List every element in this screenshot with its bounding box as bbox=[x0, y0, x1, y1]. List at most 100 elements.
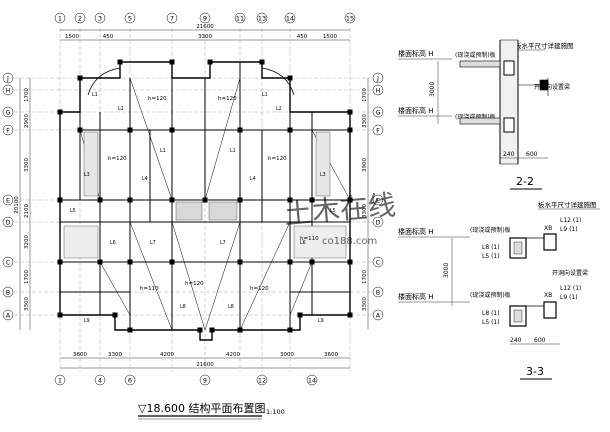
section-3-3-dim-w2: 600 bbox=[534, 337, 546, 344]
axis-bubble-row bbox=[372, 256, 384, 268]
dim-left: 3300 bbox=[24, 297, 30, 311]
section-2-2-title: 2-2 bbox=[516, 175, 534, 188]
axis-bubble-row bbox=[372, 286, 384, 298]
section-2-2: 板水平尺寸详建施图 楼面标高 H (现浇或预制)板 楼面标高 H (现浇或预制)… bbox=[398, 39, 574, 165]
column bbox=[57, 197, 63, 203]
axis-label-bottom: 9 bbox=[203, 377, 207, 385]
axis-bubble-bottom bbox=[256, 374, 268, 386]
section-3-3-dim-height: 3000 bbox=[443, 263, 450, 278]
beam-label: L4 bbox=[250, 176, 256, 182]
axis-bubble-row bbox=[372, 124, 384, 136]
column bbox=[112, 312, 118, 318]
interior-walls bbox=[60, 62, 350, 330]
slab-label: h=120 bbox=[148, 96, 167, 102]
axis-label-bottom: 12 bbox=[258, 377, 266, 385]
column bbox=[169, 197, 175, 203]
axis-bubble-bottom bbox=[306, 374, 318, 386]
dim-top-overall: 21600 bbox=[196, 24, 214, 30]
dimension-lines bbox=[19, 29, 369, 369]
column bbox=[347, 312, 353, 318]
axis-bubble-row bbox=[372, 194, 384, 206]
section-3-3-beam-2d: L9 (1) bbox=[560, 294, 578, 301]
dim-right: 3300 bbox=[362, 204, 368, 218]
column bbox=[197, 327, 203, 333]
dim-left-overall: 20100 bbox=[14, 196, 20, 214]
axis-label-row: C bbox=[376, 259, 381, 267]
axis-bubble-row bbox=[372, 106, 384, 118]
axis-bubble-row bbox=[2, 124, 14, 136]
axis-label-row: H bbox=[6, 87, 11, 95]
beam-label: L1 bbox=[92, 92, 98, 98]
section-2-2-dim-w2: 600 bbox=[526, 151, 538, 158]
hatched-regions bbox=[63, 131, 347, 259]
dim-right: 3900 bbox=[362, 158, 368, 172]
column bbox=[309, 259, 315, 265]
column bbox=[347, 259, 353, 265]
axis-label-row: F bbox=[6, 127, 10, 135]
axis-label-top: 15 bbox=[346, 15, 354, 23]
axis-bubble-top bbox=[94, 12, 106, 24]
dim-left: 2100 bbox=[24, 204, 30, 218]
axis-bubble-top bbox=[124, 12, 136, 24]
section-2-2-floor-1: 楼面标高 H bbox=[398, 49, 434, 58]
axis-label-top: 3 bbox=[98, 15, 102, 23]
section-3-3-opening: 开洞向设置梁 bbox=[552, 269, 588, 277]
axis-bubble-row bbox=[372, 216, 384, 228]
axis-label-top: 1 bbox=[58, 15, 62, 23]
column bbox=[259, 59, 265, 65]
column bbox=[347, 197, 353, 203]
dim-bottom-overall: 21600 bbox=[196, 362, 214, 368]
axis-bubble-top bbox=[166, 12, 178, 24]
axis-label-row: B bbox=[6, 289, 10, 297]
dim-top: 1500 bbox=[323, 34, 337, 40]
axis-bubble-row bbox=[2, 84, 14, 96]
column bbox=[97, 259, 103, 265]
beam-label: L7 bbox=[150, 240, 156, 246]
axis-bubble-row bbox=[372, 309, 384, 321]
column bbox=[237, 127, 243, 133]
axis-label-row: J bbox=[376, 75, 379, 83]
plan-title: ▽18.600 结构平面布置图 bbox=[138, 401, 265, 415]
column bbox=[97, 197, 103, 203]
axis-label-top: 13 bbox=[258, 15, 266, 23]
beam-label: L9 bbox=[318, 318, 324, 324]
column bbox=[287, 327, 293, 333]
dim-top: 450 bbox=[297, 34, 308, 40]
axis-bubble-row bbox=[372, 72, 384, 84]
axis-label-row: F bbox=[376, 127, 380, 135]
axis-bubble-row bbox=[2, 106, 14, 118]
dim-top: 3300 bbox=[198, 34, 212, 40]
column bbox=[127, 259, 133, 265]
axis-label-bottom: 14 bbox=[308, 377, 316, 385]
column bbox=[207, 59, 213, 65]
axis-label-row: J bbox=[6, 75, 9, 83]
section-3-3-beam-2a: L8 (1) bbox=[482, 310, 500, 317]
dim-right: 3300 bbox=[362, 114, 368, 128]
axis-bubble-row bbox=[372, 84, 384, 96]
axis-bubble-top bbox=[344, 12, 356, 24]
axis-bubble-row bbox=[2, 309, 14, 321]
axis-label-row: H bbox=[376, 87, 381, 95]
column bbox=[237, 327, 243, 333]
axis-label-bottom: 6 bbox=[128, 377, 132, 385]
dim-top: 1500 bbox=[65, 34, 79, 40]
axis-label-bottom: 4 bbox=[98, 377, 102, 385]
axis-label-row: G bbox=[5, 109, 10, 117]
beam-label: L1 bbox=[160, 148, 166, 154]
watermark-url: co188.com bbox=[322, 236, 377, 247]
beam-label: L4 bbox=[142, 176, 148, 182]
section-3-3-slab-2: (现浇或预制)板 bbox=[470, 291, 511, 299]
slab-label: h=110 bbox=[300, 236, 319, 242]
axis-bubble-bottom bbox=[199, 374, 211, 386]
section-3-3-beam-2c: L12 (1) bbox=[560, 285, 581, 292]
plan-scale: 1:100 bbox=[266, 408, 285, 416]
section-2-2-dim-height: 3000 bbox=[429, 82, 436, 97]
column bbox=[209, 327, 215, 333]
section-2-2-slab-2: (现浇或预制)板 bbox=[455, 113, 496, 121]
axis-label-row: A bbox=[6, 312, 11, 320]
bay-windows bbox=[87, 67, 295, 96]
axis-label-row: C bbox=[6, 259, 11, 267]
section-3-3-title: 3-3 bbox=[526, 365, 544, 378]
